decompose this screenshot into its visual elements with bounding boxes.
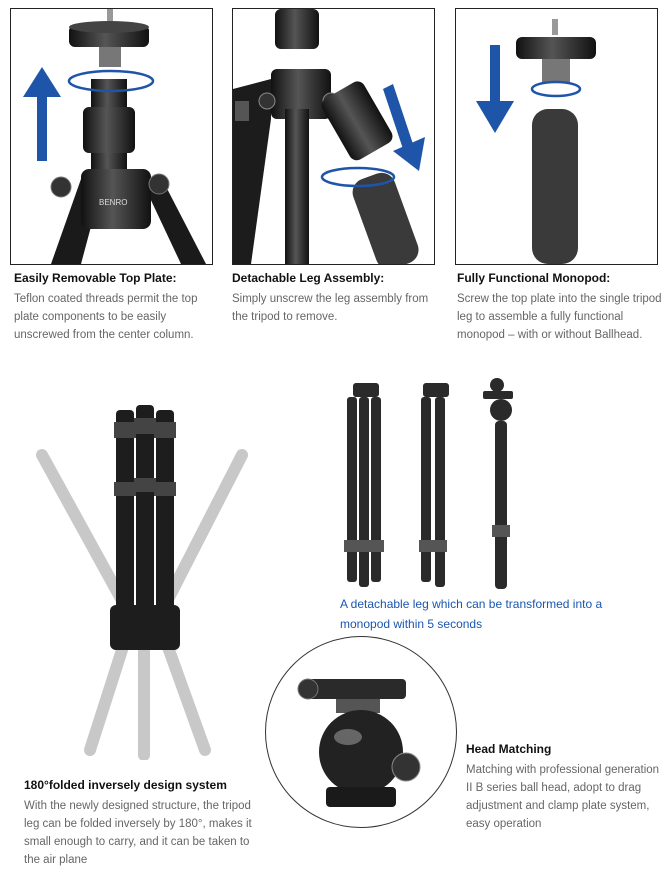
- folded-tripod-image: [20, 380, 260, 761]
- feature-desc-top-plate: Teflon coated threads permit the top pla…: [14, 293, 198, 341]
- head-matching-desc: Matching with professional generation II…: [466, 764, 660, 830]
- feature-desc-monopod: Screw the top plate into the single trip…: [457, 293, 662, 341]
- detachable-leg-image: [335, 375, 535, 590]
- feature-title-leg-assembly: Detachable Leg Assembly:: [232, 271, 385, 285]
- feature-title-top-plate: Easily Removable Top Plate:: [14, 271, 177, 285]
- detachable-caption: A detachable leg which can be transforme…: [340, 597, 603, 631]
- top-plate-photo: BENRO: [10, 8, 213, 265]
- feature-title-monopod: Fully Functional Monopod:: [457, 271, 611, 285]
- folded-desc: With the newly designed structure, the t…: [24, 800, 252, 866]
- ball-head-image: [265, 636, 457, 828]
- folded-title: 180°folded inversely design system: [24, 778, 227, 792]
- leg-assembly-photo: [232, 8, 435, 265]
- monopod-photo: [455, 8, 658, 265]
- arrow-down-right-icon: [383, 84, 425, 171]
- arrow-down-icon: [476, 45, 514, 133]
- feature-desc-leg-assembly: Simply unscrew the leg assembly from the…: [232, 293, 429, 323]
- arrow-up-icon: [23, 67, 61, 161]
- brand-label: BENRO: [99, 198, 127, 207]
- head-matching-title: Head Matching: [466, 742, 552, 756]
